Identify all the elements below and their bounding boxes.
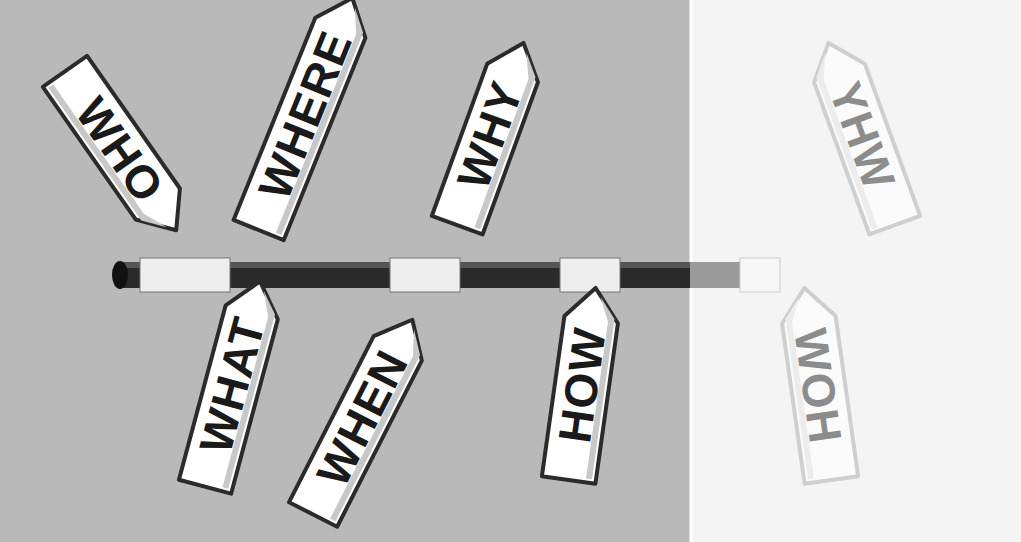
pole-end xyxy=(112,261,128,289)
signpost-shape xyxy=(778,284,858,484)
signpost-shape xyxy=(289,307,436,526)
signpost-shape xyxy=(43,56,199,246)
faded-panel xyxy=(690,0,1021,542)
signpost-shape xyxy=(179,274,286,493)
signpost-shape xyxy=(432,34,549,235)
signpost-shape xyxy=(233,0,377,240)
pole-collar xyxy=(390,258,460,292)
pole-collar xyxy=(560,258,620,292)
signpost-shape xyxy=(542,284,622,484)
signpost-shape xyxy=(803,34,920,235)
pole-collar-faded xyxy=(740,258,780,292)
pole-collar xyxy=(140,258,230,292)
